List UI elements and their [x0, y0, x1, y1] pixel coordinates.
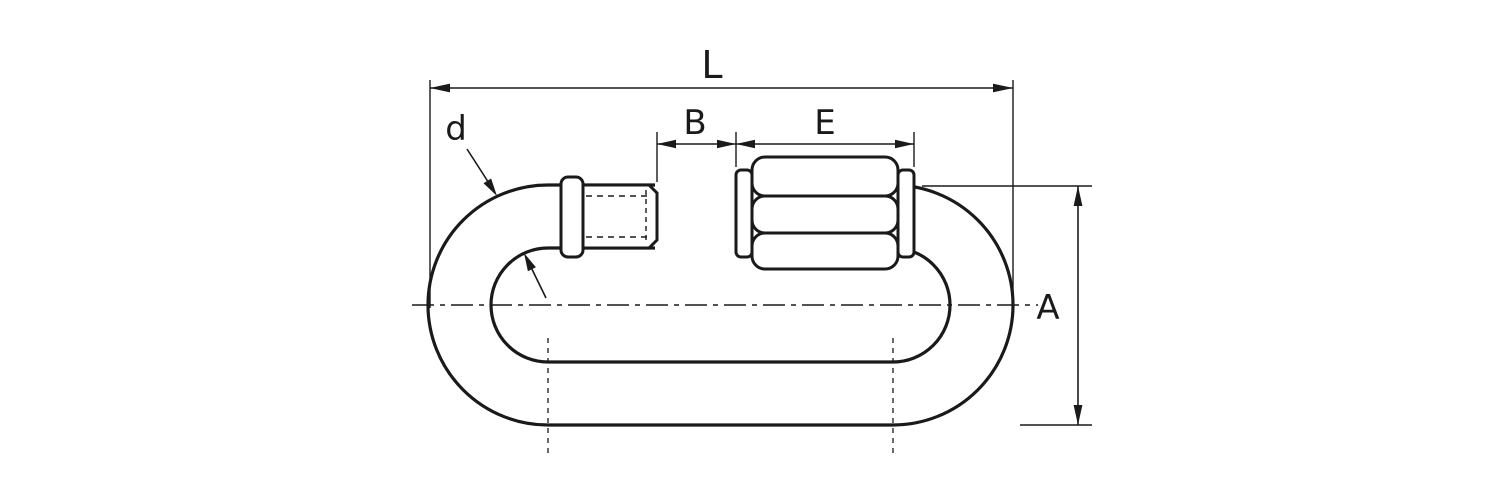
nut-end-ring-left: [734, 168, 754, 259]
arrowhead-L-right: [993, 83, 1013, 93]
arrowhead-d-inner: [524, 253, 536, 272]
arrowhead-d-outer: [483, 178, 497, 196]
nut-hex-flat-middle: [750, 194, 900, 235]
dimension-A: A: [922, 185, 1092, 426]
dimension-d: d: [445, 109, 547, 299]
gate-opening-gap: [655, 178, 738, 256]
nut-end-ring-right: [896, 168, 916, 259]
arrowhead-B-left: [657, 139, 676, 149]
dimension-label-E: E: [814, 103, 835, 143]
dimension-label-L: L: [701, 43, 722, 87]
arrowhead-L-left: [430, 83, 450, 93]
dimension-label-A: A: [1036, 288, 1059, 328]
dimension-B: B: [656, 103, 737, 182]
gate-collar-ring: [559, 175, 585, 259]
dimension-label-d: d: [445, 109, 467, 149]
dimension-label-B: B: [683, 103, 706, 143]
arrowhead-A-top: [1073, 186, 1083, 206]
arrowhead-E-right: [895, 139, 914, 149]
nut-hex-flat-top: [750, 155, 900, 198]
arrowhead-E-left: [736, 139, 755, 149]
arrowhead-A-bottom: [1073, 405, 1083, 425]
dimension-E: E: [736, 103, 915, 167]
nut-hex-flat-bottom: [750, 231, 900, 271]
arrowhead-B-right: [717, 139, 736, 149]
dimension-L: L: [429, 43, 1014, 308]
